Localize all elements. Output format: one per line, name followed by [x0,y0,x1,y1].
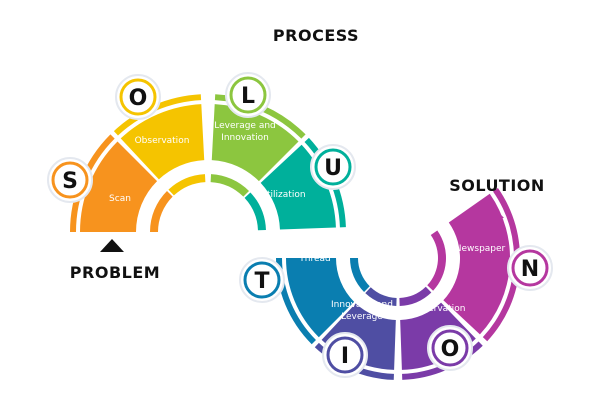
segment-outer-ring-7 [402,341,483,380]
letter-badge-text: I [341,344,349,369]
segment-8 [443,193,511,335]
segment-2 [120,104,205,180]
letter-badge-text: O [129,86,148,111]
letter-badge-ring [431,329,469,367]
segment-label: Newspaper [455,244,506,254]
letter-badge-ring [243,261,281,299]
segment-inner-ring-3 [210,174,250,197]
segment-label: Innovation [221,133,269,143]
segment-inner-ring-2 [168,174,206,196]
segment-label: Observation [411,304,466,314]
letter-badge-ring [51,161,89,199]
segment-outer-ring-3 [214,94,306,139]
segment-inner-ring-5 [350,258,370,292]
segment-outer-ring-4 [304,137,346,228]
segment-outer-ring-2 [113,94,202,136]
problem-arrow-icon [100,239,124,252]
segment-label: Innovatin and [331,300,393,310]
solution-title: SOLUTION [449,176,545,195]
letter-badge-text: O [441,337,460,362]
segment-label: Observation [135,136,190,146]
segment-label: Utilization [260,190,305,200]
letter-badge-text: U [324,156,342,181]
letter-badge-text: T [254,269,269,294]
segment-inner-ring-1 [150,190,173,232]
segment-inner-ring-6 [365,287,397,306]
segment-3 [211,104,299,182]
segment-label: Leverage and [214,121,276,131]
segment-outer-ring-6 [314,342,394,380]
letter-badge-ring [229,76,267,114]
segment-5 [286,258,355,338]
letter-badge-text: L [241,84,255,109]
letter-badge-ring [314,148,352,186]
letter-badge-text: S [62,169,78,194]
segment-label: Scan [109,194,131,204]
segment-inner-ring-7 [399,286,432,306]
segment-1 [80,141,158,232]
segment-inner-ring-4 [244,192,266,231]
process-title: PROCESS [273,26,359,45]
solution-arrow-icon [480,205,504,218]
problem-title: PROBLEM [70,263,160,282]
segment-outer-ring-8 [482,188,520,342]
segment-inner-ring-8 [427,230,446,291]
letter-badge-text: N [521,257,539,282]
letter-badge-ring [326,336,364,374]
letter-badge-ring [511,249,549,287]
letter-badge-ring [119,78,157,116]
segment-label: Leverage [341,312,383,322]
segment-label: Thread [298,254,330,264]
